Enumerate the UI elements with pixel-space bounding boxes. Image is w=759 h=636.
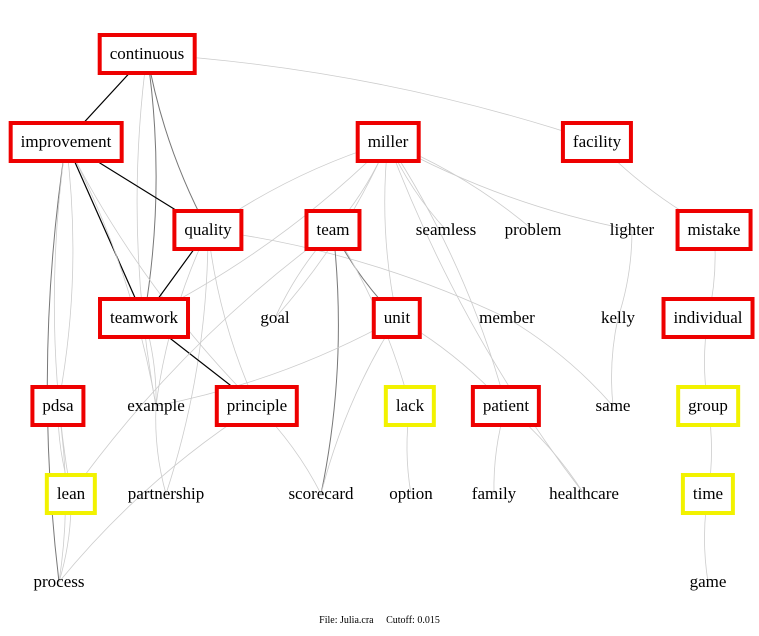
node-game: game xyxy=(689,572,727,591)
node-continuous: continuous xyxy=(97,33,197,75)
node-facility: facility xyxy=(560,121,634,163)
node-goal: goal xyxy=(260,308,290,327)
node-team: team xyxy=(304,209,362,251)
edge-team-scorecard xyxy=(320,229,339,495)
node-option: option xyxy=(389,484,433,503)
node-kelly: kelly xyxy=(601,308,635,327)
diagram-footer: File: Julia.cra Cutoff: 0.015 xyxy=(0,615,759,626)
node-pdsa: pdsa xyxy=(30,385,86,427)
edge-continuous-example xyxy=(136,53,157,407)
node-scorecard: scorecard xyxy=(288,484,354,503)
edge-quality-partnership xyxy=(165,229,209,495)
edge-team-lean xyxy=(70,229,334,495)
node-individual: individual xyxy=(661,297,755,339)
node-lack: lack xyxy=(383,385,437,427)
edge-improvement-example xyxy=(65,141,157,407)
node-patient: patient xyxy=(470,385,542,427)
footer-file: File: Julia.cra xyxy=(319,615,374,626)
node-partnership: partnership xyxy=(127,484,205,503)
edge-continuous-facility xyxy=(146,53,598,143)
node-time: time xyxy=(680,473,736,515)
edge-quality-member xyxy=(207,229,508,319)
node-problem: problem xyxy=(504,220,562,239)
edge-improvement-process xyxy=(46,141,67,583)
edge-improvement-teamwork xyxy=(65,141,145,319)
edge-improvement-pdsa xyxy=(57,141,74,407)
node-family: family xyxy=(471,484,517,503)
node-quality: quality xyxy=(172,209,244,251)
edge-continuous-teamwork xyxy=(143,53,157,319)
edge-unit-example xyxy=(155,317,398,407)
node-unit: unit xyxy=(371,297,423,339)
node-group: group xyxy=(676,385,740,427)
edge-miller-patient xyxy=(387,141,507,407)
node-improvement: improvement xyxy=(8,121,124,163)
node-principle: principle xyxy=(214,385,300,427)
node-teamwork: teamwork xyxy=(98,297,190,339)
edge-improvement-lean xyxy=(53,141,72,495)
node-seamless: seamless xyxy=(415,220,477,239)
edge-member-same xyxy=(506,317,614,407)
edge-example-partnership xyxy=(155,405,167,495)
edge-kelly-same xyxy=(611,317,619,407)
node-example: example xyxy=(127,396,185,415)
node-miller: miller xyxy=(355,121,421,163)
edge-miller-unit xyxy=(384,141,398,319)
edge-lighter-kelly xyxy=(617,229,633,319)
footer-cutoff: Cutoff: 0.015 xyxy=(386,615,440,626)
edge-improvement-principle xyxy=(65,141,258,407)
node-process: process xyxy=(33,572,85,591)
node-member: member xyxy=(479,308,535,327)
node-mistake: mistake xyxy=(675,209,753,251)
node-healthcare: healthcare xyxy=(549,484,619,503)
node-same: same xyxy=(595,396,631,415)
node-lean: lean xyxy=(44,473,98,515)
node-lighter: lighter xyxy=(609,220,655,239)
